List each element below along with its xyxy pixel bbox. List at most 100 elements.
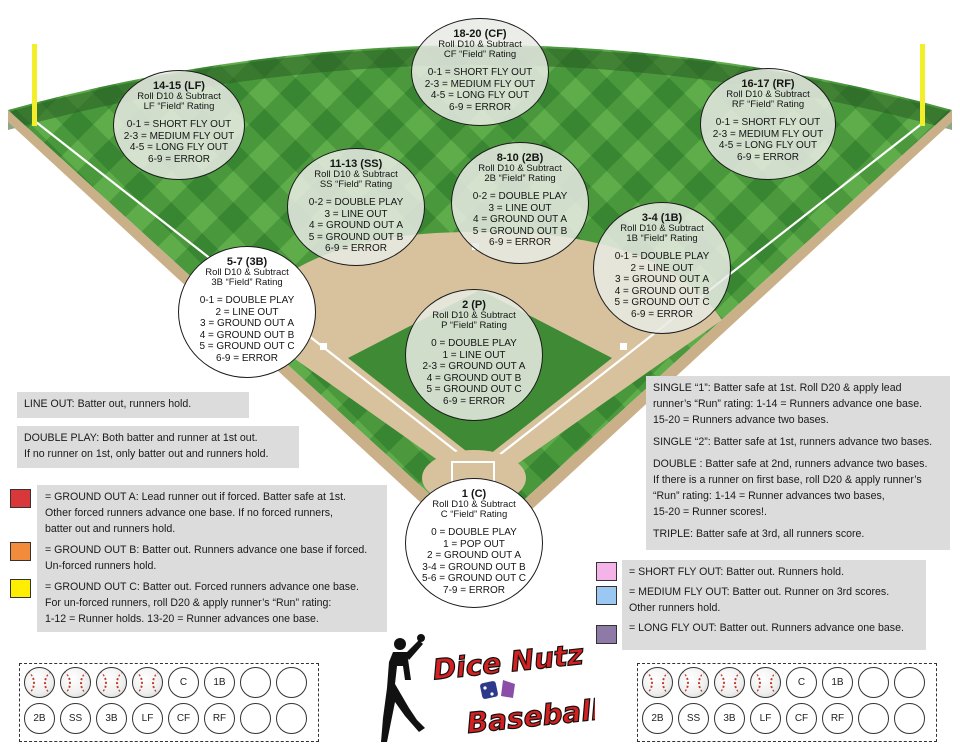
position-rating: LF “Field” Rating (143, 101, 215, 112)
result-row: 4 = GROUND OUT A (308, 220, 403, 232)
result-row: 2-3 = GROUND OUT A (422, 361, 526, 373)
tracker-cell-empty[interactable] (894, 667, 925, 698)
tracker-cell-empty[interactable] (858, 703, 889, 734)
position-instruction: Roll D10 & Subtract (620, 223, 704, 234)
tracker-cell-empty[interactable] (894, 703, 925, 734)
result-row: 5 = GROUND OUT C (426, 384, 522, 396)
result-row: 0-1 = SHORT FLY OUT (126, 119, 232, 130)
position-title: 11-13 (SS) (329, 158, 383, 170)
tracker-cell-empty[interactable] (858, 667, 889, 698)
pitcher-silhouette-icon (381, 634, 425, 742)
ground-out-c-text: For un-forced runners, roll D20 & apply … (45, 597, 332, 609)
ground-out-c-text: = GROUND OUT C: Batter out. Forced runne… (45, 581, 359, 593)
result-row: 0-1 = DOUBLE PLAY (614, 251, 710, 262)
tracker-cell-3b[interactable]: 3B (96, 703, 127, 734)
baseball-token[interactable] (714, 667, 745, 698)
result-row: 6-9 = ERROR (737, 151, 799, 163)
tracker-cell-empty[interactable] (240, 667, 271, 698)
tracker-cell-3b[interactable]: 3B (714, 703, 745, 734)
tracker-cell-cf[interactable]: CF (786, 703, 817, 734)
tracker-cell-empty[interactable] (276, 667, 307, 698)
baseball-token[interactable] (678, 667, 709, 698)
tracker-cell-c[interactable]: C (786, 667, 817, 698)
tracker-cell-c[interactable]: C (168, 667, 199, 698)
position-title: 5-7 (3B) (226, 256, 268, 268)
result-row: 0-2 = DOUBLE PLAY (308, 197, 404, 208)
result-row: 0-2 = DOUBLE PLAY (472, 191, 568, 202)
position-rating: 1B “Field” Rating (626, 233, 698, 244)
tracker-cell-cf[interactable]: CF (168, 703, 199, 734)
baseball-token[interactable] (642, 667, 673, 698)
ground-out-a-text: batter out and runners hold. (45, 523, 176, 535)
baseball-token[interactable] (132, 667, 163, 698)
position-instruction: Roll D10 & Subtract (432, 310, 516, 321)
result-row: 3 = LINE OUT (324, 208, 388, 220)
double-play-legend: DOUBLE PLAY: Both batter and runner at 1… (17, 426, 299, 468)
result-row: 3 = GROUND OUT A (614, 274, 709, 286)
position-1b: 3-4 (1B) Roll D10 & Subtract 1B “Field” … (593, 202, 731, 334)
line-out-legend: LINE OUT: Batter out, runners hold. (17, 392, 249, 418)
dice-nutz-baseball-logo: Dice Nutz Baseball (381, 634, 595, 742)
tracker-cell-lf[interactable]: LF (132, 703, 163, 734)
tracker-cell-1b[interactable]: 1B (204, 667, 235, 698)
dice-icon (480, 680, 515, 699)
medium-fly-out-swatch (596, 586, 617, 605)
right-runner-tracker: C 1B 2B SS 3B LF CF RF (637, 663, 937, 742)
position-rating: 3B “Field” Rating (211, 277, 283, 288)
result-row: 6-9 = ERROR (325, 243, 387, 255)
result-row: 4-5 = LONG FLY OUT (430, 90, 530, 102)
short-fly-out-swatch (596, 562, 617, 581)
logo-title: Dice Nutz (431, 638, 586, 687)
tracker-cell-rf[interactable]: RF (822, 703, 853, 734)
tracker-cell-ss[interactable]: SS (60, 703, 91, 734)
result-row: 4-5 = LONG FLY OUT (129, 142, 229, 154)
ground-out-b-swatch (10, 542, 31, 561)
position-title: 16-17 (RF) (741, 78, 795, 90)
result-row: 6-9 = ERROR (489, 237, 551, 249)
position-rating: C “Field” Rating (440, 509, 508, 520)
position-rating: P “Field” Rating (441, 320, 507, 331)
result-row: 2-3 = MEDIUM FLY OUT (424, 78, 536, 90)
double-play-text: If no runner on 1st, only batter out and… (24, 448, 269, 460)
tracker-cell-empty[interactable] (240, 703, 271, 734)
baseball-token[interactable] (750, 667, 781, 698)
medium-fly-out-text: = MEDIUM FLY OUT: Batter out. Runner on … (629, 586, 890, 598)
position-c: 1 (C) Roll D10 & Subtract C “Field” Rati… (405, 478, 543, 608)
fly-out-legend: = SHORT FLY OUT: Batter out. Runners hol… (622, 560, 926, 650)
result-row: 5 = GROUND OUT C (199, 341, 295, 353)
result-row: 0-1 = DOUBLE PLAY (199, 295, 295, 306)
position-3b: 5-7 (3B) Roll D10 & Subtract 3B “Field” … (178, 246, 316, 378)
position-instruction: Roll D10 & Subtract (478, 163, 562, 174)
left-foul-pole (32, 44, 37, 126)
tracker-cell-2b[interactable]: 2B (642, 703, 673, 734)
result-row: 5-6 = GROUND OUT C (422, 573, 526, 585)
result-row: 4 = GROUND OUT B (426, 372, 522, 384)
tracker-cell-2b[interactable]: 2B (24, 703, 55, 734)
result-row: 5 = GROUND OUT B (472, 225, 568, 237)
baseball-token[interactable] (96, 667, 127, 698)
tracker-cell-lf[interactable]: LF (750, 703, 781, 734)
result-row: 5 = GROUND OUT B (308, 231, 404, 243)
tracker-cell-1b[interactable]: 1B (822, 667, 853, 698)
single-1-text: runner’s “Run” rating: 1-14 = Runners ad… (653, 398, 923, 410)
result-row: 2 = LINE OUT (215, 306, 279, 318)
position-title: 18-20 (CF) (453, 28, 507, 40)
tracker-cell-ss[interactable]: SS (678, 703, 709, 734)
baseball-token[interactable] (60, 667, 91, 698)
ground-out-a-swatch (10, 489, 31, 508)
single-2-text: SINGLE “2”: Batter safe at 1st, runners … (653, 436, 933, 448)
tracker-cell-rf[interactable]: RF (204, 703, 235, 734)
position-title: 8-10 (2B) (496, 152, 544, 164)
double-play-text: DOUBLE PLAY: Both batter and runner at 1… (24, 432, 258, 444)
single-1-text: SINGLE “1”: Batter safe at 1st. Roll D20… (653, 382, 902, 394)
tracker-cell-empty[interactable] (276, 703, 307, 734)
line-out-text: LINE OUT: Batter out, runners hold. (24, 398, 192, 410)
baseball-token[interactable] (24, 667, 55, 698)
position-rating: SS “Field” Rating (319, 179, 393, 190)
position-instruction: Roll D10 & Subtract (432, 499, 516, 510)
position-instruction: Roll D10 & Subtract (314, 169, 398, 180)
position-ss: 11-13 (SS) Roll D10 & Subtract SS “Field… (287, 148, 425, 266)
left-runner-tracker: C 1B 2B SS 3B LF CF RF (19, 663, 319, 742)
result-row: 4 = GROUND OUT B (199, 329, 295, 341)
result-row: 5 = GROUND OUT C (614, 297, 710, 309)
